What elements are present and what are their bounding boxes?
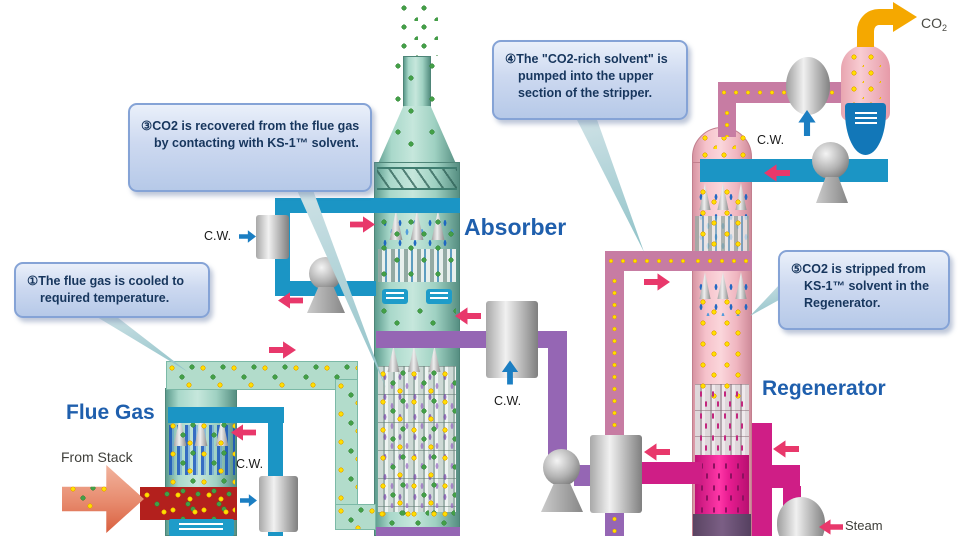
regen-feed-band: [692, 251, 752, 271]
absorber-dots-mid: [378, 216, 456, 282]
cw-text: C.W.: [494, 394, 522, 408]
co2-outlet-arrow: [857, 9, 899, 47]
cw-pipe-cooler-right: [268, 421, 283, 479]
absorber-bottom-band: [376, 527, 460, 536]
co2-outlet-arrowhead: [893, 2, 917, 32]
level-lines: [386, 292, 404, 301]
cooler-sump: [169, 519, 234, 536]
flue-gas-inlet-arrow: [62, 465, 144, 533]
callout-4-leader: [576, 118, 644, 252]
separator-dots: [847, 51, 885, 109]
regen-liquid-drips: [698, 458, 746, 514]
regen-bottom-band: [693, 514, 751, 536]
regen-packing-drips: [697, 386, 747, 456]
absorber-cw-cooler: [256, 215, 289, 259]
callout-3: ③CO2 is recovered from the flue gas by c…: [128, 103, 372, 192]
reflux-pump: [812, 142, 849, 179]
absorber-gas-dots-top: [392, 60, 442, 162]
regenerator-label: Regenerator: [762, 377, 886, 400]
flow-arrow-right-icon: [350, 216, 375, 233]
flow-arrow-right-icon: [269, 341, 296, 359]
from-stack-label: From Stack: [61, 449, 133, 465]
rich-solvent-pump-base: [541, 484, 583, 512]
co2-label: CO2: [921, 15, 947, 33]
flue-duct-elbow: [335, 504, 376, 530]
regen-spray-nozzles-lower: [698, 272, 748, 299]
cw-pipe-cooler-stub: [268, 529, 283, 536]
cw-label-solvent-cooler: C.W.: [494, 394, 521, 408]
co2-subscript: 2: [942, 23, 948, 33]
separator-bottom: [845, 103, 886, 155]
flow-arrow-left-icon: [644, 443, 670, 461]
regen-return-pipe: [752, 487, 772, 536]
rich-solvent-pipe-horizontal: [376, 331, 567, 348]
rich-solvent-feed-pipe: [605, 251, 702, 271]
reflux-pipe: [700, 159, 888, 182]
flue-cooler-cw-exchanger: [259, 476, 298, 532]
co2-text: CO: [921, 15, 942, 31]
nozzle-icon: [699, 272, 711, 299]
sump-lines: [179, 523, 223, 533]
absorber-spray-nozzles-lower: [386, 346, 442, 372]
regen-dots-upper: [696, 186, 748, 250]
rich-solvent-riser: [605, 251, 624, 439]
flue-duct-vertical: [335, 379, 358, 510]
rich-solvent-pipe-down: [548, 347, 567, 459]
cw-pipe-absorber-top: [275, 198, 460, 213]
callout-4: ④The "CO2-rich solvent" is pumped into t…: [492, 40, 688, 120]
cw-pipe-cooler-top: [168, 407, 284, 423]
rich-solvent-pump: [543, 449, 580, 486]
separator-level-lines: [855, 112, 877, 126]
steam-label: Steam: [845, 518, 883, 533]
absorber-dots-bottom: [378, 368, 456, 518]
regen-overhead-riser: [718, 95, 736, 137]
inlet-arrow-dots: [68, 483, 110, 515]
callout-1: ①The flue gas is cooled to required temp…: [14, 262, 210, 318]
lean-solvent-pipe: [642, 462, 702, 484]
cw-in-arrow-icon: [240, 494, 257, 507]
nozzle-icon: [717, 272, 729, 299]
flow-arrow-left-icon: [773, 440, 799, 458]
reboiler-pipe-horizontal: [752, 465, 800, 488]
liquid-level-symbol: [382, 289, 408, 304]
absorber-demister: [377, 167, 457, 190]
cw-text: C.W.: [236, 457, 264, 471]
flue-duct-horizontal: [166, 361, 358, 390]
absorber-label: Absorber: [464, 214, 567, 240]
absorber-dots-low: [378, 305, 456, 331]
liquid-level-symbol: [426, 289, 452, 304]
lean-rich-heat-exchanger: [590, 435, 642, 513]
callout-5-leader: [750, 284, 780, 316]
regen-draw-pipe: [752, 423, 772, 469]
flue-inlet-dots: [142, 489, 235, 518]
callout-5: ⑤CO2 is stripped from KS-1™ solvent in t…: [778, 250, 950, 330]
nozzle-icon: [735, 272, 747, 299]
callout-1-leader: [92, 314, 188, 372]
cw-label-absorber: C.W.: [204, 229, 231, 243]
flow-arrow-right-icon: [644, 273, 670, 291]
overhead-condenser: [786, 57, 830, 115]
cw-text: C.W.: [204, 229, 232, 243]
exchanger-bottom-pipe: [605, 513, 624, 536]
treated-gas-dots: [398, 2, 440, 56]
flue-gas-label: Flue Gas: [66, 401, 155, 424]
level-lines: [430, 292, 448, 301]
cw-label-condenser: C.W.: [757, 133, 784, 147]
cw-label-cooler: C.W.: [236, 457, 263, 471]
cw-text: C.W.: [757, 133, 785, 147]
absorber-sump-dots: [377, 508, 457, 528]
reboiler: [777, 497, 825, 536]
cw-in-arrow-icon: [239, 230, 256, 243]
